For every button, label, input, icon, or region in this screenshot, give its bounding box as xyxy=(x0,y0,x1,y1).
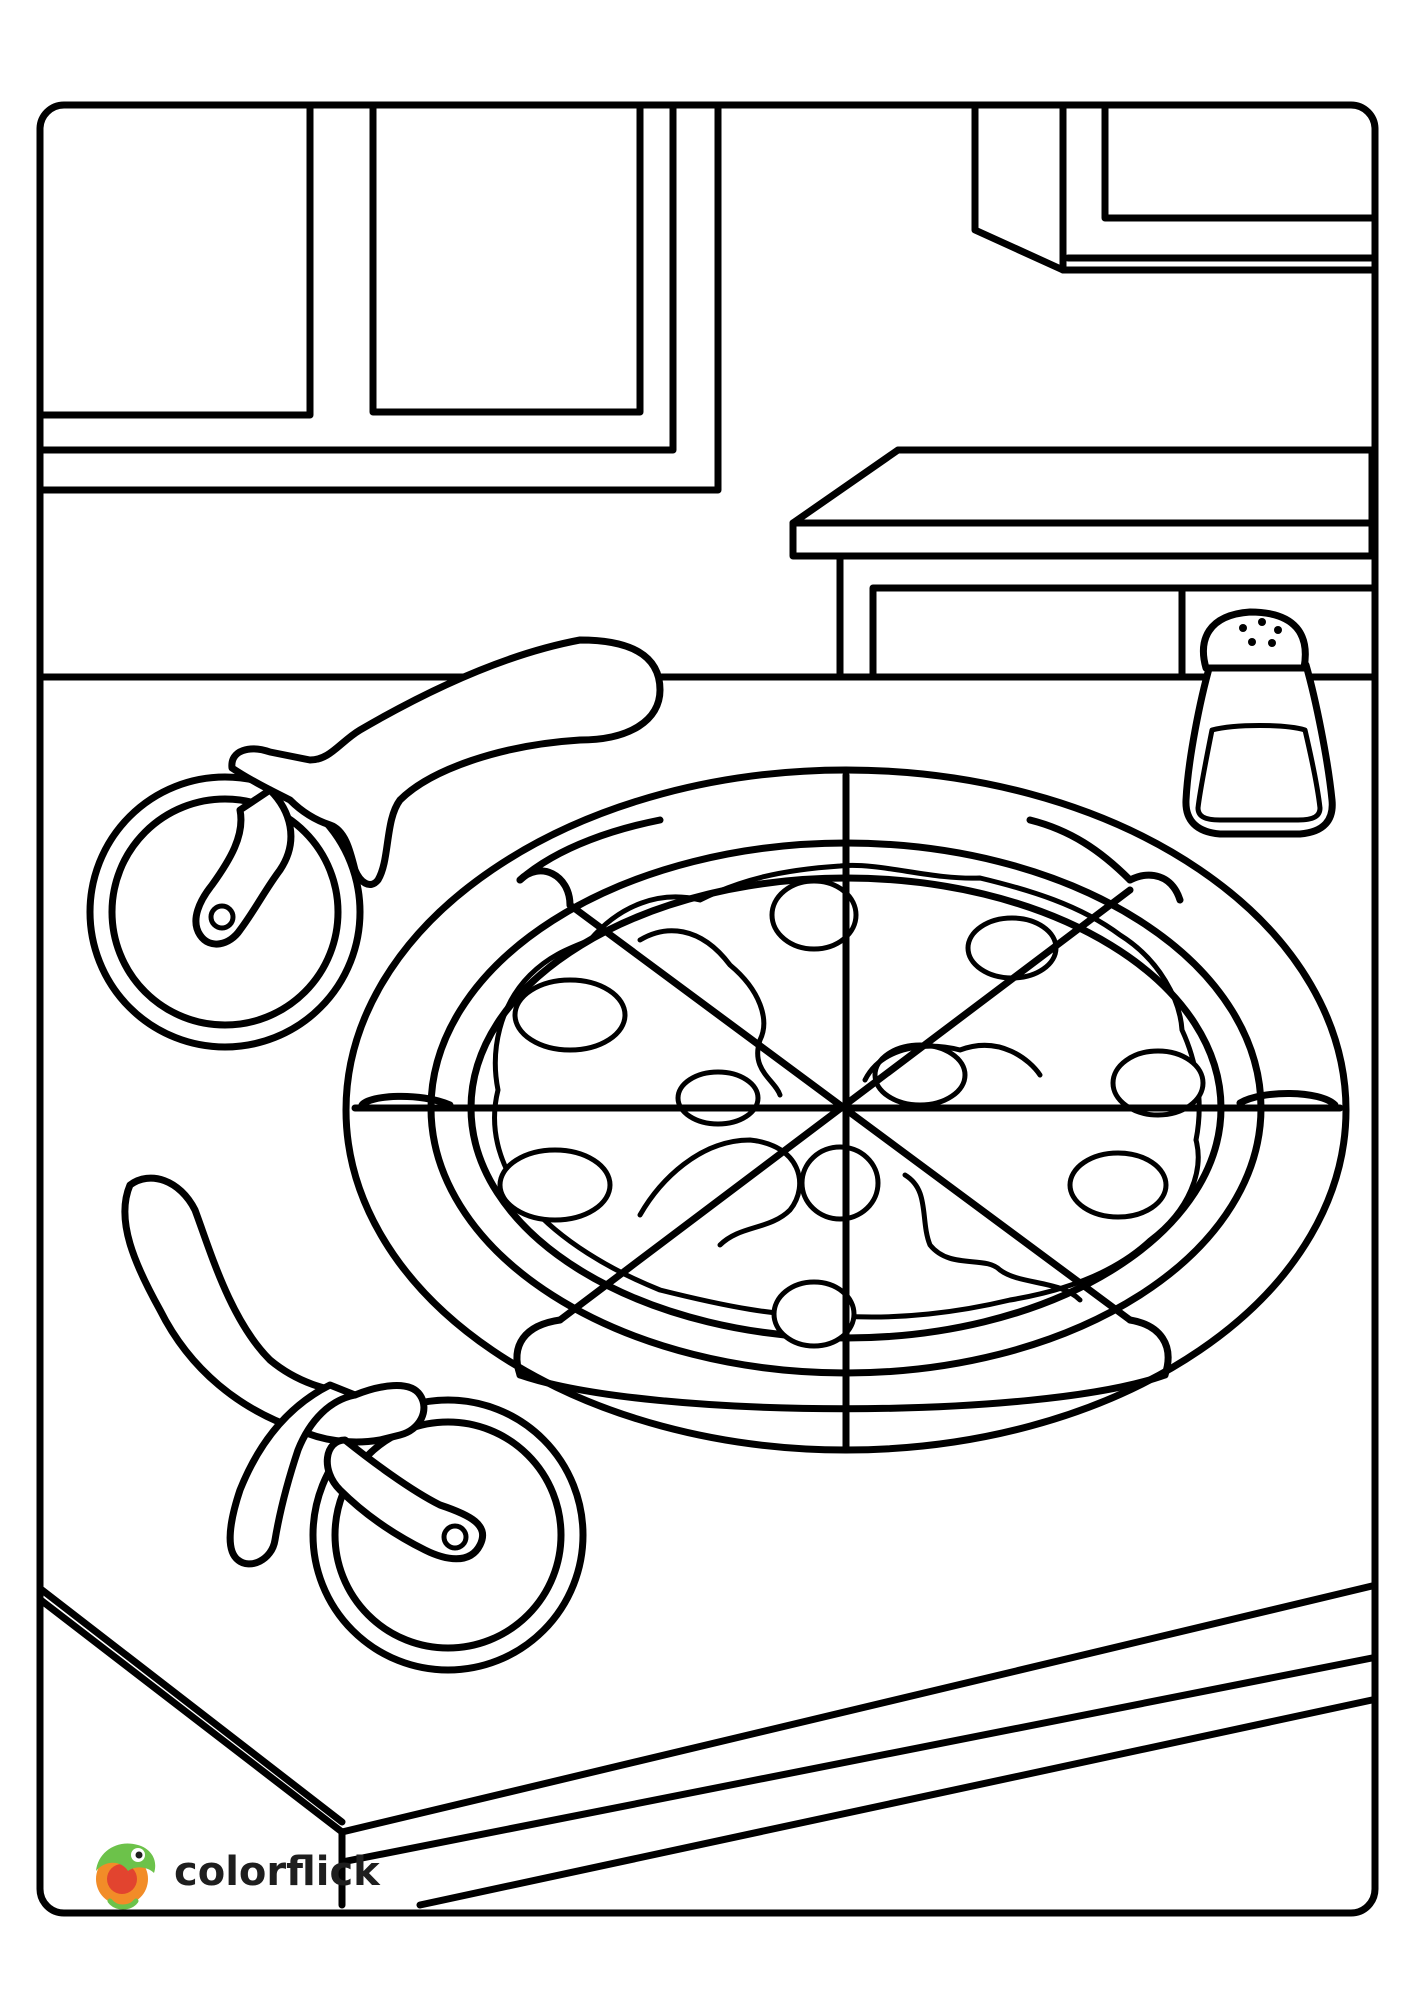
cheese-swirl xyxy=(902,1172,1083,1303)
back-shelf xyxy=(789,446,1376,560)
chameleon-icon xyxy=(96,1843,156,1910)
crust-cap-left xyxy=(358,1092,454,1109)
counter-edge-far xyxy=(38,1586,346,1826)
pepperoni xyxy=(769,878,859,952)
crust-cap-top-right xyxy=(1126,871,1184,904)
counter-front-edge-bottom xyxy=(338,1654,1376,1866)
upper-cabinet-edge xyxy=(1059,104,1376,274)
cheese-swirl xyxy=(637,928,783,1098)
crust-cap-right xyxy=(1236,1090,1339,1109)
salt-shaker-level xyxy=(1195,723,1323,823)
pizza-cutter-top xyxy=(86,636,664,1051)
pepperoni xyxy=(1067,1150,1169,1220)
upper-cabinet xyxy=(971,104,1376,274)
cutter-handle xyxy=(228,636,664,888)
pepperoni xyxy=(675,1069,761,1127)
pizza-sauce-edge xyxy=(492,862,1202,1320)
salt-shaker-holes xyxy=(1239,618,1282,647)
crust-edge-top-left xyxy=(516,816,664,884)
cutter-wheel-inner xyxy=(331,1418,565,1652)
counter-front-edge-top xyxy=(338,1582,1376,1836)
pepperoni xyxy=(799,1144,881,1222)
pepperoni xyxy=(512,977,628,1053)
cheese-swirl xyxy=(862,1042,1043,1083)
salt-shaker-body xyxy=(1182,661,1336,838)
cutter-blade-arm xyxy=(323,1436,486,1563)
cutter-arm xyxy=(226,1381,359,1568)
cheese-swirl xyxy=(637,1137,803,1248)
page-border xyxy=(36,101,1379,1917)
brand-name: colorflick xyxy=(174,1849,380,1895)
cut-diagonal-b xyxy=(556,886,1134,1324)
cutter-handle xyxy=(121,1174,428,1446)
pizza xyxy=(342,766,1350,1454)
pepperoni xyxy=(771,1279,857,1349)
pepperoni xyxy=(1110,1048,1206,1118)
window-frame-outer xyxy=(38,104,677,454)
window-sill xyxy=(38,104,722,494)
counter-front-edge-base xyxy=(416,1696,1376,1909)
cutter-rivet xyxy=(441,1523,469,1551)
back-shelf-legs xyxy=(836,552,1376,681)
pepperoni xyxy=(497,1147,613,1223)
slice-cuts xyxy=(351,771,1344,1452)
crust-cap-bottom-right xyxy=(1126,1316,1172,1379)
left-window-frame xyxy=(38,104,314,419)
crust-edge-top-right xyxy=(1026,816,1134,884)
brand-logo: colorflick xyxy=(82,1822,380,1922)
window-frame-mid xyxy=(369,104,644,416)
kitchen-wall xyxy=(38,104,1376,681)
pepperoni xyxy=(965,915,1059,981)
crust-cap-bottom-left xyxy=(513,1316,564,1379)
cutter-rivet xyxy=(208,903,236,931)
pizza-cutter-bottom xyxy=(121,1174,587,1674)
cutter-wheel-inner xyxy=(108,795,342,1029)
counter-front xyxy=(38,1582,1376,1909)
salt-shaker xyxy=(1182,608,1336,838)
cut-diagonal-a xyxy=(566,901,1134,1324)
